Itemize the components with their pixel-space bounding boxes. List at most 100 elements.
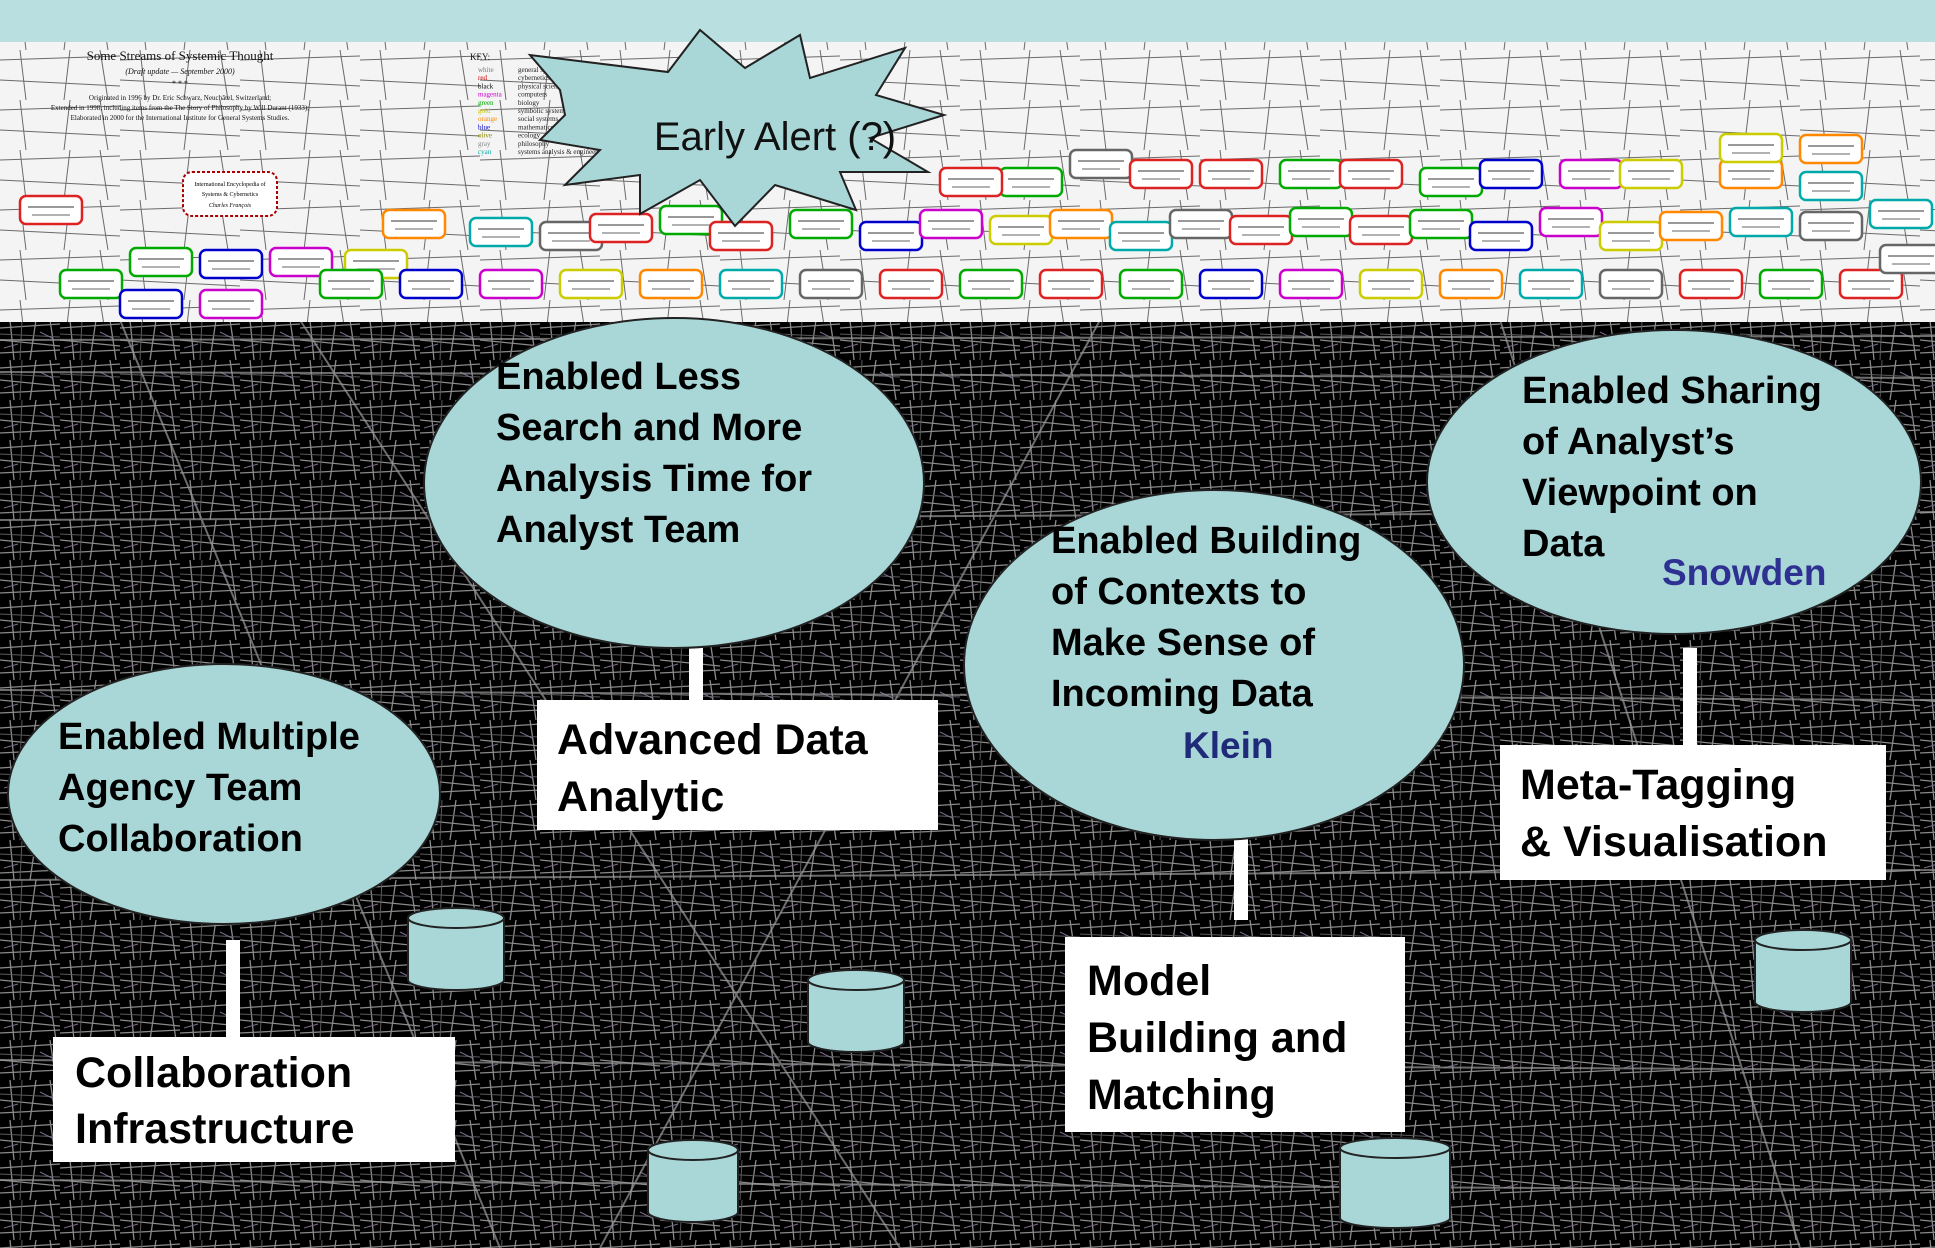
key-color-name: olive <box>478 132 492 140</box>
chart-node-box <box>1658 210 1724 242</box>
chart-node-box <box>878 268 944 300</box>
capability-model-text: Model Building and Matching <box>1087 953 1347 1124</box>
key-label: KEY: <box>470 52 490 62</box>
bubble-sharing-text: Enabled Sharing of Analyst’s Viewpoint o… <box>1522 366 1822 570</box>
bubble-multi-agency <box>7 663 441 925</box>
chart-node-box <box>1108 220 1174 252</box>
chart-node-box <box>1598 268 1664 300</box>
key-color-name: blue <box>478 123 490 131</box>
chart-node-box <box>1798 133 1864 165</box>
chart-node-box <box>118 288 184 320</box>
database-cylinder-icon <box>807 969 905 1053</box>
chart-node-box <box>1128 158 1194 190</box>
chart-note-1: Originated in 1996 by Dr. Eric Schwarz, … <box>89 94 271 102</box>
chart-node-box <box>468 216 534 248</box>
bubble-line: of Contexts to <box>1051 571 1307 613</box>
key-meaning: physical sciences <box>518 82 567 90</box>
encyclopedia-line-3: Charles François <box>209 203 252 209</box>
capability-line: Model <box>1087 957 1212 1005</box>
capability-meta-text: Meta-Tagging & Visualisation <box>1520 757 1827 871</box>
capability-analytic-box: Advanced Data Analytic <box>537 700 938 830</box>
key-color-name: red <box>478 74 487 82</box>
key-meaning: biology <box>518 99 540 107</box>
bubble-line: Viewpoint on <box>1522 472 1758 514</box>
chart-node-box <box>1048 208 1114 240</box>
bubble-line: of Analyst’s <box>1522 421 1735 463</box>
chart-node-box <box>1118 268 1184 300</box>
chart-node-box <box>58 268 124 300</box>
bubble-line: Data <box>1522 523 1605 565</box>
key-meaning: social systems <box>518 115 559 123</box>
key-meaning: systems analysis & engineering <box>518 148 607 156</box>
chart-node-box <box>1198 158 1264 190</box>
capability-model-box: Model Building and Matching <box>1065 937 1405 1132</box>
chart-note-2: Extended in 1998, including items from t… <box>51 104 309 112</box>
bubble-line: Incoming Data <box>1051 673 1313 715</box>
chart-title: Some Streams of Systemic Thought <box>87 48 274 63</box>
bubble-line: Analysis Time for <box>496 458 813 500</box>
chart-node-box <box>398 268 464 300</box>
person-name-snowden: Snowden <box>1662 552 1827 593</box>
chart-node-box <box>1728 206 1794 238</box>
chart-node-box <box>1468 220 1534 252</box>
chart-node-box <box>998 166 1064 198</box>
chart-node-box <box>478 268 544 300</box>
bubble-line: Search and More <box>496 407 803 449</box>
chart-node-box <box>1758 268 1824 300</box>
chart-note-3: Elaborated in 2000 for the International… <box>71 114 290 122</box>
chart-node-box <box>708 220 774 252</box>
chart-node-box <box>1198 268 1264 300</box>
chart-node-box <box>988 214 1054 246</box>
key-color-name: orange <box>478 115 497 123</box>
chart-node-box <box>1538 206 1604 238</box>
chart-node-box <box>1408 208 1474 240</box>
chart-node-boxes <box>18 132 1935 320</box>
chart-node-box <box>1598 220 1664 252</box>
key-meaning: symbolic systems <box>518 107 568 115</box>
chart-node-box <box>718 268 784 300</box>
capability-line: Matching <box>1087 1071 1276 1119</box>
chart-node-box <box>198 288 264 320</box>
capability-line: Analytic <box>557 773 725 821</box>
chart-node-box <box>788 208 854 240</box>
chart-node-box <box>918 208 984 240</box>
header-band <box>0 0 1935 42</box>
database-cylinder-icon <box>1754 929 1852 1013</box>
chart-node-box <box>1038 268 1104 300</box>
bubble-contexts <box>963 489 1465 841</box>
bubble-line: Enabled Multiple <box>58 716 360 758</box>
chart-node-box <box>938 166 1004 198</box>
encyclopedia-line-1: International Encyclopedia of <box>194 181 265 188</box>
chart-node-box <box>958 268 1024 300</box>
chart-node-box <box>1288 206 1354 238</box>
bubble-line: Make Sense of <box>1051 622 1315 664</box>
key-meaning: mathematics <box>518 123 554 131</box>
chart-node-box <box>1618 158 1684 190</box>
chart-node-box <box>18 194 84 226</box>
capability-collaboration-text: Collaboration Infrastructure <box>75 1045 355 1157</box>
chart-node-box <box>1798 210 1864 242</box>
key-color-name: cyan <box>478 148 492 156</box>
chart-node-box <box>1278 268 1344 300</box>
key-color-name: black <box>478 82 494 90</box>
chart-node-box <box>1558 158 1624 190</box>
bubble-line: Analyst Team <box>496 509 741 551</box>
chart-node-box <box>268 246 334 278</box>
database-cylinder-icon <box>1339 1137 1451 1229</box>
chart-node-box <box>1338 158 1404 190</box>
capability-line: Advanced Data <box>557 716 868 764</box>
chart-node-box <box>1228 214 1294 246</box>
chart-node-box <box>858 220 924 252</box>
capability-line: Infrastructure <box>75 1105 355 1153</box>
capability-collaboration-box: Collaboration Infrastructure <box>53 1037 455 1162</box>
chart-node-box <box>588 212 654 244</box>
chart-node-box <box>798 268 864 300</box>
bubble-line: Enabled Less <box>496 356 741 398</box>
chart-node-box <box>1358 268 1424 300</box>
person-name-klein: Klein <box>1183 725 1274 766</box>
chart-node-box <box>1438 268 1504 300</box>
encyclopedia-box <box>182 171 278 217</box>
stem-meta <box>1683 648 1697 748</box>
chart-node-box <box>558 268 624 300</box>
